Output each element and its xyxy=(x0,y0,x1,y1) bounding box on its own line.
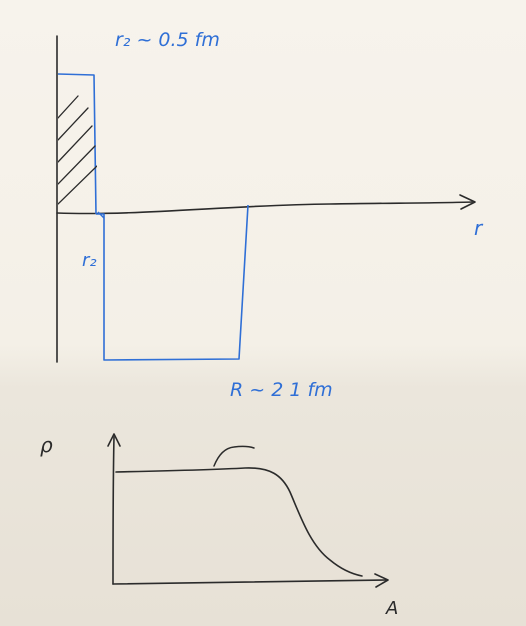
density-y-axis xyxy=(112,436,115,585)
r-axis-arrowhead xyxy=(459,194,476,210)
density-y-arrowhead xyxy=(107,433,121,447)
A-axis-label: A xyxy=(385,598,398,619)
r2-value-label: r₂ ~ 0.5 fm xyxy=(115,29,220,51)
R-value-label: R ~ 2 1 fm xyxy=(230,379,333,401)
density-x-arrowhead xyxy=(374,573,389,588)
annotation-squiggle xyxy=(213,445,255,467)
density-diagram: ρ A xyxy=(40,433,398,619)
core-hatching xyxy=(58,95,97,205)
r-axis-line xyxy=(56,201,473,215)
r2-tick-mark xyxy=(97,211,105,219)
r-axis-label: r xyxy=(474,216,484,240)
potential-diagram: r₂ ~ 0.5 fm r r₂ R ~ 2 1 fm xyxy=(55,29,484,401)
r2-tick-label: r₂ xyxy=(82,250,97,271)
density-x-axis xyxy=(112,579,387,585)
density-curve xyxy=(115,467,363,577)
attractive-well-outline xyxy=(96,204,249,361)
rho-label: ρ xyxy=(40,433,53,457)
